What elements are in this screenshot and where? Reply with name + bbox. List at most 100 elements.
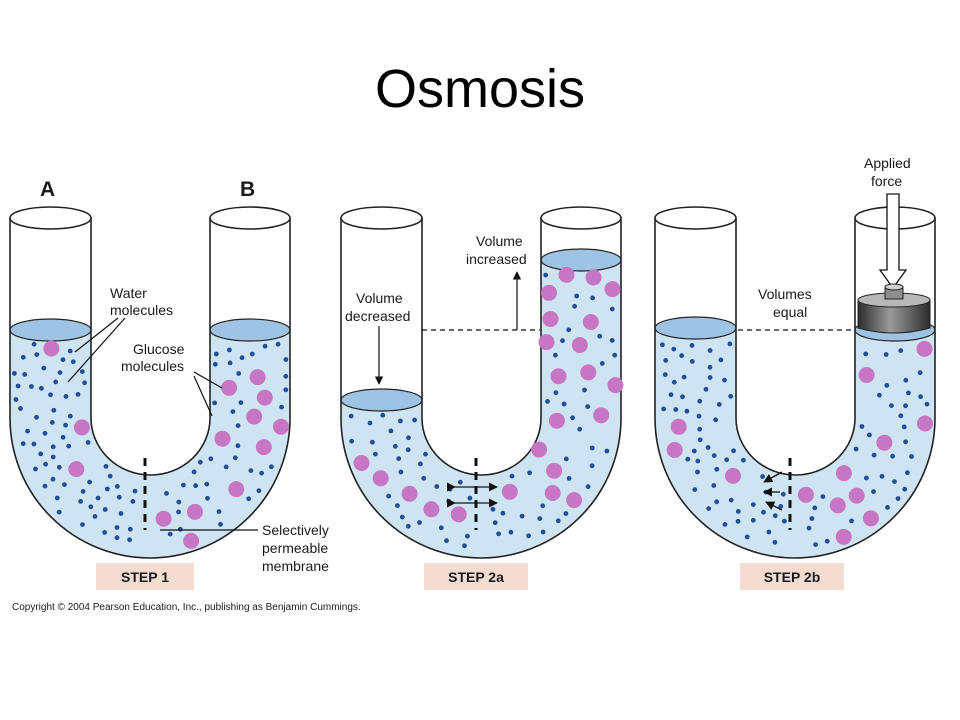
water-molecule: [457, 479, 463, 485]
water-molecule: [392, 443, 398, 449]
water-molecule: [750, 517, 756, 523]
water-molecule: [405, 523, 411, 529]
water-molecule: [50, 444, 56, 450]
glucose-molecule: [848, 487, 865, 504]
water-molecule: [349, 438, 355, 444]
water-molecule: [275, 341, 281, 347]
step-badge-2a: [424, 563, 528, 590]
glucose-molecule: [372, 470, 389, 487]
surface-right-step1: [209, 318, 291, 342]
water-molecule: [761, 509, 766, 515]
water-molecule: [902, 486, 908, 492]
copyright-notice: Copyright © 2004 Pearson Education, Inc.…: [12, 602, 361, 613]
glucose-molecule: [273, 418, 289, 435]
water-molecule: [685, 456, 691, 462]
water-molecule: [540, 503, 546, 509]
water-molecule: [689, 359, 695, 364]
glucose-molecule: [256, 389, 273, 406]
water-molecule: [380, 412, 386, 418]
glucose-molecule: [353, 455, 370, 471]
water-molecule: [177, 526, 183, 532]
tube-rim-left-step2b: [654, 206, 737, 230]
water-molecule: [33, 466, 38, 472]
water-molecule: [707, 364, 713, 370]
tube-rim-left-step1: [9, 206, 92, 230]
applied-force-arrow: [878, 193, 908, 290]
water-molecule: [782, 518, 787, 524]
water-molecule: [680, 394, 685, 400]
water-molecule: [772, 539, 778, 545]
water-molecule: [193, 483, 199, 489]
water-molecule: [204, 481, 210, 487]
label-applied-force-2: force: [871, 173, 902, 189]
water-molecule: [54, 495, 60, 501]
glucose-molecule: [829, 497, 846, 514]
water-molecule: [706, 506, 712, 511]
water-molecule: [589, 445, 595, 451]
glucose-molecule: [541, 284, 557, 301]
water-molecule: [25, 428, 30, 434]
water-molecule: [906, 390, 911, 396]
water-molecule: [42, 430, 48, 436]
water-molecule: [259, 470, 264, 476]
glucose-molecule: [566, 492, 583, 509]
water-molecule: [806, 525, 812, 531]
glucose-molecule: [876, 434, 893, 451]
water-molecule: [127, 526, 133, 532]
glucose-molecule: [862, 510, 879, 527]
water-molecule: [714, 499, 720, 505]
water-molecule: [367, 420, 373, 426]
tube-outline-step1: [9, 218, 291, 559]
water-molecule: [679, 353, 685, 359]
water-molecule: [418, 461, 423, 467]
water-molecule: [66, 443, 72, 449]
step-badge-2b: [740, 563, 844, 590]
water-molecule: [871, 452, 877, 458]
label-side-b: B: [240, 178, 255, 201]
water-molecule: [230, 409, 236, 414]
water-molecule: [34, 352, 40, 357]
water-molecule: [662, 372, 668, 377]
glucose-molecule: [186, 503, 203, 520]
glucose-molecule: [858, 367, 875, 383]
water-molecule: [167, 531, 173, 537]
water-molecule: [492, 520, 498, 526]
water-molecule: [689, 343, 695, 348]
water-molecule: [63, 394, 69, 399]
water-molecule: [78, 499, 83, 504]
water-molecule: [102, 530, 107, 535]
water-molecule: [15, 383, 21, 389]
glucose-molecule: [228, 481, 245, 498]
water-molecule: [176, 509, 182, 515]
water-molecule: [924, 401, 930, 407]
water-molecule: [205, 495, 210, 501]
water-molecule: [127, 537, 132, 543]
water-molecule: [60, 434, 66, 440]
water-molecule: [663, 358, 669, 363]
glucose-pointer-line-2: [193, 375, 213, 417]
water-molecule: [543, 272, 549, 278]
water-molecule: [31, 341, 37, 347]
water-molecule: [29, 384, 34, 389]
water-molecule: [370, 439, 375, 445]
step-label-1: STEP 1: [121, 569, 169, 585]
label-volume-decreased-2: decreased: [345, 308, 410, 324]
water-molecule: [88, 504, 94, 510]
step-label-2a: STEP 2a: [448, 569, 504, 585]
water-molecule: [589, 463, 595, 469]
glucose-molecule: [604, 281, 621, 298]
water-molecule: [671, 379, 677, 385]
water-molecule: [585, 484, 591, 490]
water-molecule: [718, 357, 724, 363]
water-molecule: [885, 505, 890, 510]
water-molecule: [722, 377, 727, 383]
water-molecule: [871, 489, 876, 494]
water-molecule: [820, 494, 826, 499]
glucose-molecule: [249, 369, 266, 386]
water-molecule: [609, 306, 615, 312]
water-molecule: [508, 529, 514, 535]
reverse-arrow-3: [765, 501, 783, 511]
reverse-arrow-1: [763, 471, 783, 483]
water-molecule: [660, 342, 665, 348]
glucose-molecule: [450, 506, 467, 523]
